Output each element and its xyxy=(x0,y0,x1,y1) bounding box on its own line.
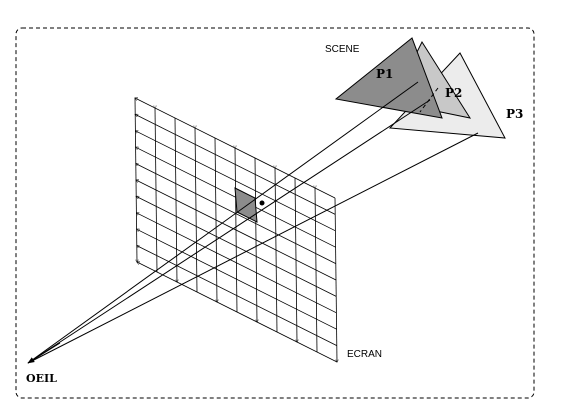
label-p3: P3 xyxy=(506,107,523,121)
frame-border xyxy=(15,27,535,399)
screen-grid xyxy=(135,98,337,362)
label-eye: OEIL xyxy=(26,372,57,385)
polygon-p1 xyxy=(334,37,443,119)
grid-row-line xyxy=(137,262,338,363)
ray-p2-hidden xyxy=(419,87,439,113)
grid-row-line xyxy=(136,196,337,297)
label-p2: P2 xyxy=(445,86,462,100)
grid-row-line xyxy=(137,246,337,346)
grid-row-line xyxy=(137,229,337,330)
screen-pixel xyxy=(234,187,258,223)
label-p1: P1 xyxy=(376,67,393,81)
label-scene: SCENE xyxy=(325,44,360,55)
label-screen: ECRAN xyxy=(347,349,382,360)
ray-p3 xyxy=(27,132,479,364)
rays xyxy=(27,81,479,364)
ray-p2 xyxy=(27,99,431,364)
grid-row-line xyxy=(136,180,337,281)
grid-row-line xyxy=(135,131,336,232)
eye-arrow xyxy=(27,342,61,364)
grid-row-line xyxy=(135,98,336,199)
grid-row-line xyxy=(135,114,336,215)
ray-pixel-hit xyxy=(259,200,265,206)
ray-p1 xyxy=(27,81,419,364)
grid-row-line xyxy=(136,213,337,314)
